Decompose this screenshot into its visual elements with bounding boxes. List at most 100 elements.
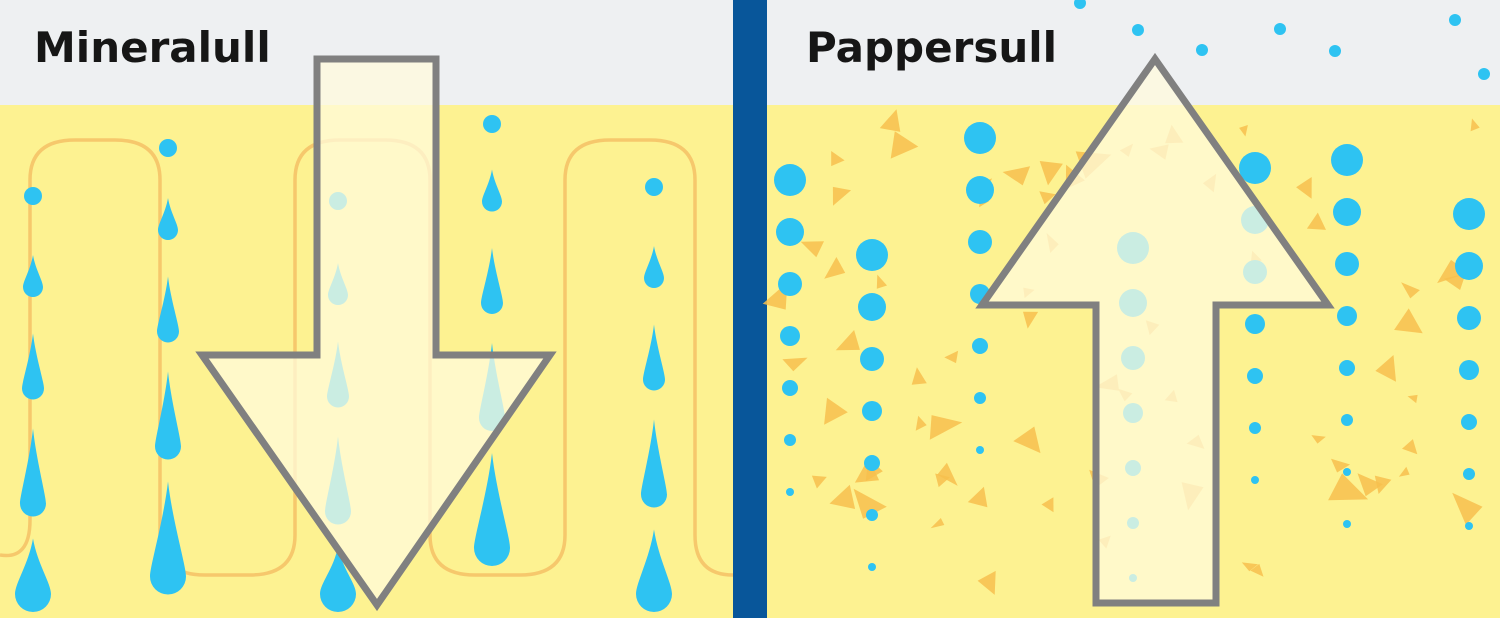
paper-flake-icon [1437, 259, 1469, 284]
water-dot-icon [159, 139, 177, 157]
water-dot-icon [862, 401, 882, 421]
water-dot-icon [860, 347, 884, 371]
water-dot-icon [1459, 360, 1479, 380]
water-dot-icon [964, 122, 996, 154]
water-drop-icon [15, 538, 51, 612]
water-dot-icon [1449, 14, 1461, 26]
paper-flake-icon [1328, 473, 1369, 501]
water-drop-icon [644, 246, 664, 288]
water-drop-icon [641, 419, 667, 508]
water-dot-icon [774, 164, 806, 196]
paper-flake-icon [824, 397, 848, 425]
paper-flake-icon [967, 486, 988, 508]
water-dot-icon [776, 218, 804, 246]
water-dot-icon [974, 392, 986, 404]
paper-flake-icon [1239, 125, 1248, 137]
water-drop-icon [636, 529, 672, 612]
water-dot-icon [778, 272, 802, 296]
water-dot-icon [868, 563, 876, 571]
water-dot-icon [1343, 468, 1351, 476]
water-dot-icon [24, 187, 42, 205]
water-drop-icon [157, 276, 179, 343]
water-dot-icon [864, 455, 880, 471]
water-dot-icon [1239, 152, 1271, 184]
water-dot-icon [1132, 24, 1144, 36]
water-dot-icon [1251, 476, 1259, 484]
water-dot-icon [1249, 422, 1261, 434]
paper-flake-icon [1357, 473, 1383, 497]
water-dot-icon [1196, 44, 1208, 56]
paper-flake-icon [1039, 191, 1056, 205]
paper-flake-icon [1407, 394, 1418, 404]
water-dot-icon [866, 509, 878, 521]
water-dot-icon [1245, 314, 1265, 334]
paper-flake-icon [824, 257, 846, 279]
water-dot-icon [782, 380, 798, 396]
water-dot-icon [1337, 306, 1357, 326]
paper-flake-icon [1470, 118, 1480, 132]
paper-flake-icon [1331, 458, 1351, 473]
water-dot-icon [966, 176, 994, 204]
paper-flake-icon [937, 462, 958, 486]
water-dot-icon [858, 293, 886, 321]
paper-flake-icon [1311, 435, 1326, 444]
paper-flake-icon [832, 186, 852, 206]
water-dot-icon [1465, 522, 1473, 530]
water-drop-icon [158, 198, 178, 240]
water-dot-icon [1453, 198, 1485, 230]
panel-title: Pappersull [806, 23, 1057, 72]
water-drop-icon [481, 248, 503, 314]
paper-flake-icon [835, 330, 860, 351]
paper-flake-icon [853, 488, 887, 519]
paper-flake-icon [915, 415, 927, 431]
water-dot-icon [1463, 468, 1475, 480]
water-drop-icon [482, 169, 502, 212]
water-dot-icon [1455, 252, 1483, 280]
water-dot-icon [483, 115, 501, 133]
water-dot-icon [1478, 68, 1490, 80]
water-dot-icon [1333, 198, 1361, 226]
paper-flake-icon [831, 151, 845, 167]
water-dot-icon [645, 178, 663, 196]
down-arrow-icon [195, 55, 557, 612]
water-dot-icon [784, 434, 796, 446]
water-drop-icon [320, 546, 356, 612]
paper-flake-icon [1398, 466, 1410, 477]
water-dot-icon [1335, 252, 1359, 276]
paper-flake-icon [944, 350, 959, 364]
paper-flake-icon [930, 518, 945, 529]
water-dot-icon [1457, 306, 1481, 330]
paper-flake-icon [1013, 426, 1041, 454]
paper-flake-icon [1250, 563, 1264, 577]
paper-flake-icon [890, 131, 919, 159]
paper-flake-icon [1296, 177, 1312, 199]
water-dot-icon [1274, 23, 1286, 35]
paper-flake-icon [1241, 562, 1259, 572]
water-dot-icon [1247, 368, 1263, 384]
water-drop-icon [150, 481, 186, 595]
paper-flake-icon [1002, 166, 1031, 186]
panel-pappersull: Pappersull [762, 0, 1500, 618]
paper-flake-icon [1374, 475, 1392, 494]
water-dot-icon [786, 488, 794, 496]
water-drop-icon [155, 371, 181, 460]
paper-flake-icon [1039, 161, 1063, 186]
water-dot-icon [856, 239, 888, 271]
water-dot-icon [1341, 414, 1353, 426]
paper-flake-icon [1375, 355, 1396, 382]
water-drop-icon [643, 324, 665, 391]
water-dot-icon [1074, 0, 1086, 9]
water-dot-icon [976, 446, 984, 454]
paper-flake-icon [1402, 439, 1418, 455]
paper-flake-icon [876, 274, 887, 289]
water-dot-icon [1331, 144, 1363, 176]
water-dot-icon [780, 326, 800, 346]
water-dot-icon [1461, 414, 1477, 430]
paper-flake-icon [1401, 282, 1420, 299]
paper-flake-icon [929, 415, 963, 440]
water-dot-icon [1343, 520, 1351, 528]
paper-flake-icon [911, 367, 927, 385]
water-drop-icon [474, 453, 510, 566]
water-drop-icon [22, 333, 44, 400]
